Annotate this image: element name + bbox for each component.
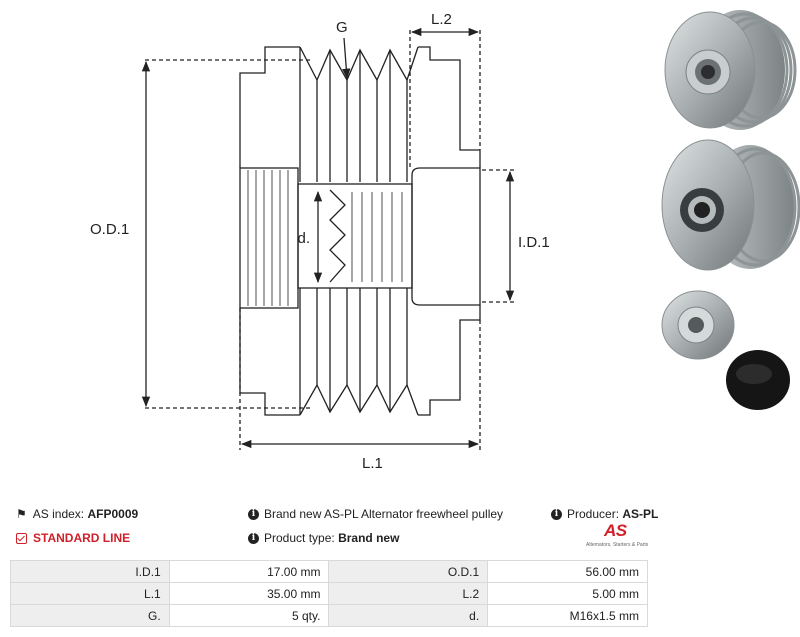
pulley-technical-drawing: G L.2 O.D.1 I.D.1 d. L.1 — [90, 11, 550, 472]
producer-value: AS-PL — [622, 507, 659, 521]
logo-tagline: Alternators, Starters & Parts — [586, 542, 649, 548]
right-flange-outline-bottom — [418, 305, 481, 416]
product-type-row: i Product type: Brand new — [248, 531, 399, 545]
spec-value: 5.00 mm — [487, 582, 648, 605]
spec-value: 35.00 mm — [168, 582, 330, 605]
producer-label: Producer: — [567, 507, 620, 521]
groove-profile-top — [299, 46, 419, 82]
spec-label: O.D.1 — [328, 560, 489, 583]
as-index-value: AFP0009 — [87, 507, 139, 521]
label-d: d. — [297, 230, 310, 247]
groove-profile-bottom — [299, 383, 419, 416]
spline-lines — [247, 170, 289, 306]
as-index-label: AS index: — [32, 507, 85, 521]
spec-label: d. — [328, 604, 489, 627]
as-pl-logo: AS Alternators, Starters & Parts — [586, 521, 650, 553]
photo-pulley-front — [664, 10, 797, 130]
spec-label: I.D.1 — [10, 560, 170, 583]
standard-line-label: STANDARD LINE — [33, 531, 131, 545]
product-type-label: Product type: — [264, 531, 335, 545]
table-row: L.1 35.00 mm L.2 5.00 mm — [10, 582, 648, 605]
standard-line-badge: STANDARD LINE — [16, 531, 130, 545]
spec-label: L.1 — [10, 582, 170, 605]
label-od1: O.D.1 — [90, 221, 129, 238]
left-flange-outline-bottom — [239, 308, 300, 416]
bearing-housing — [411, 167, 481, 306]
label-l1: L.1 — [362, 455, 383, 472]
product-type-value: Brand new — [338, 531, 400, 545]
info-icon: i — [551, 508, 562, 520]
thread-lines — [351, 192, 403, 282]
label-g: G — [336, 19, 348, 36]
info-icon: i — [248, 532, 259, 544]
photo-pulley-small-with-cap — [661, 290, 790, 410]
spec-label: G. — [10, 604, 170, 627]
spec-value: M16x1.5 mm — [487, 604, 648, 627]
product-photos — [661, 10, 800, 410]
producer-row: i Producer: AS-PL — [551, 507, 658, 521]
as-index-row: ⚑ AS index: AFP0009 — [16, 507, 138, 521]
spec-value: 56.00 mm — [487, 560, 648, 583]
table-row: G. 5 qty. d. M16x1.5 mm — [10, 604, 648, 627]
checkbox-icon — [16, 532, 27, 544]
threaded-bore — [297, 183, 413, 289]
right-flange-outline — [418, 46, 481, 168]
description-row: i Brand new AS-PL Alternator freewheel p… — [248, 507, 503, 521]
thread-profile — [329, 189, 346, 283]
left-flange-outline — [239, 46, 300, 168]
g-leader-line — [342, 37, 351, 80]
label-id1: I.D.1 — [518, 234, 550, 251]
spec-value: 5 qty. — [168, 604, 330, 627]
label-l2: L.2 — [431, 11, 452, 28]
rib-lines — [299, 47, 408, 415]
specification-table: I.D.1 17.00 mm O.D.1 56.00 mm L.1 35.00 … — [10, 560, 648, 627]
product-description: Brand new AS-PL Alternator freewheel pul… — [264, 507, 504, 521]
tag-icon: ⚑ — [16, 507, 27, 521]
photo-pulley-angle — [661, 139, 800, 271]
table-row: I.D.1 17.00 mm O.D.1 56.00 mm — [10, 560, 648, 583]
logo-mark: AS — [604, 521, 627, 540]
spline-hub — [239, 167, 299, 309]
spec-value: 17.00 mm — [168, 560, 330, 583]
info-icon: i — [248, 508, 259, 520]
spec-label: L.2 — [328, 582, 489, 605]
